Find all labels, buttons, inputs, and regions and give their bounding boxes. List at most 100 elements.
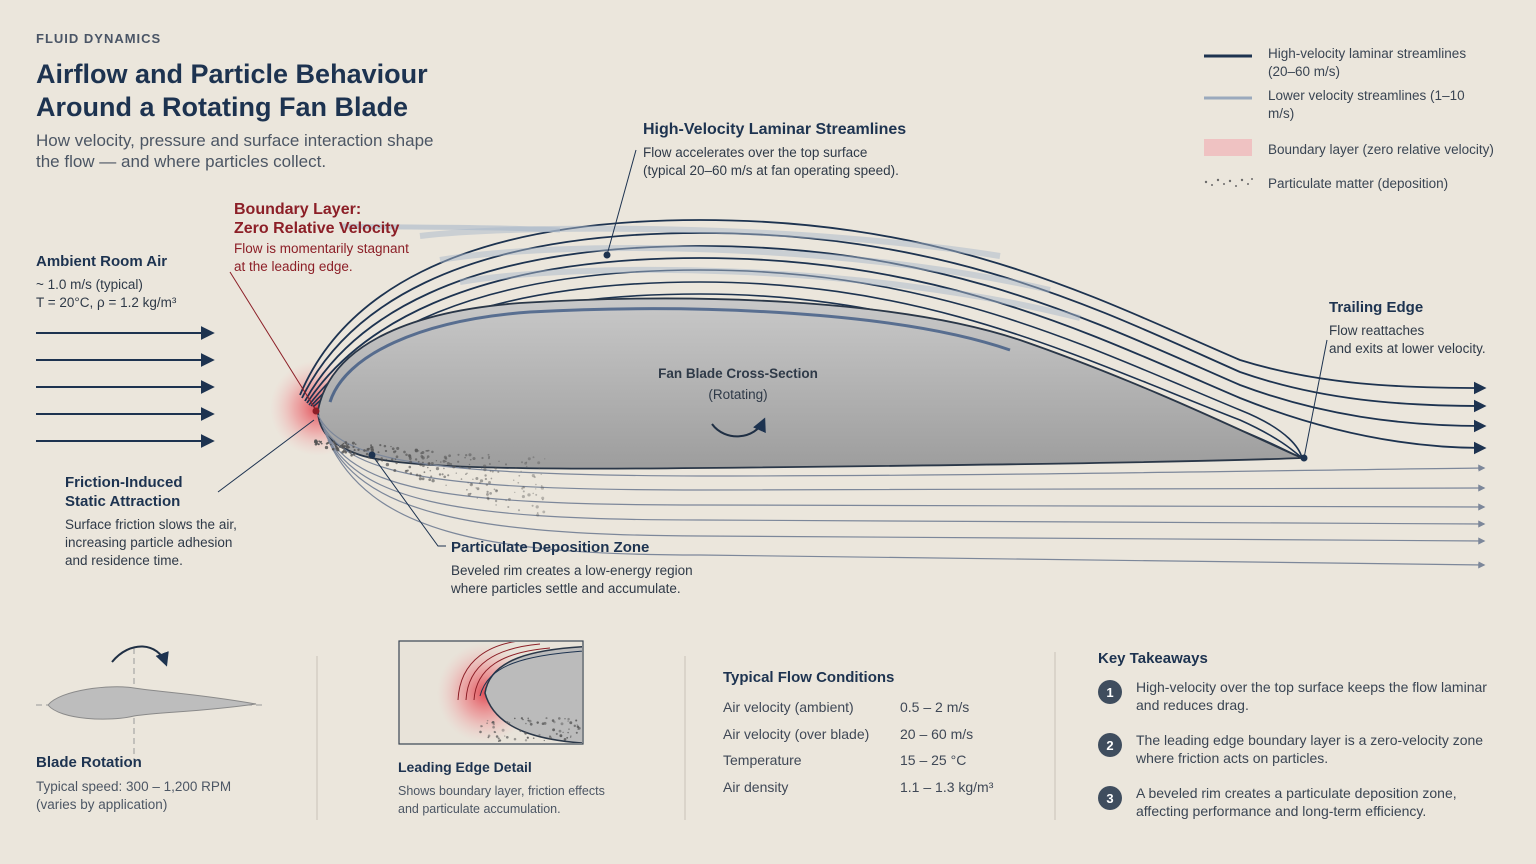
callout-deposition-line1: Beveled rim creates a low-energy region [451, 563, 693, 578]
particle [487, 457, 490, 460]
particle [488, 481, 491, 484]
particle [536, 721, 539, 724]
particle [342, 442, 345, 445]
particle [538, 733, 541, 737]
particle [537, 461, 541, 465]
particle [522, 486, 525, 489]
particle [406, 469, 409, 472]
particle [479, 479, 484, 483]
page-title: Airflow and Particle Behaviour Around a … [36, 59, 428, 122]
particle [417, 460, 420, 463]
particle [314, 442, 318, 446]
particle [553, 720, 556, 724]
particle [344, 441, 348, 445]
particle [568, 728, 570, 731]
particle [575, 731, 578, 734]
particle [577, 728, 579, 730]
particle [365, 452, 369, 456]
legend-boundary: Boundary layer (zero relative velocity) [1204, 141, 1494, 159]
callout-deposition-line2: where particles settle and accumulate. [451, 581, 681, 596]
particle [443, 475, 447, 479]
callout-friction-line3: and residence time. [65, 553, 183, 568]
particle [486, 492, 489, 496]
particle [354, 443, 357, 445]
particle [396, 446, 400, 450]
callout-trailing-line1: Flow reattaches [1329, 323, 1425, 338]
conditions-param: Air velocity (over blade) [723, 726, 870, 742]
conditions-param: Air density [723, 779, 789, 795]
particle [465, 454, 468, 457]
particle [517, 481, 520, 484]
particle [445, 484, 447, 486]
particle [426, 455, 430, 458]
particle [544, 458, 546, 460]
particle [524, 462, 527, 465]
particle [486, 722, 488, 725]
particle [505, 720, 509, 724]
particle [482, 464, 487, 468]
particle [495, 504, 497, 506]
particle [468, 453, 472, 457]
takeaway-number: 1 [1098, 680, 1122, 704]
particle [524, 732, 527, 735]
particle [538, 467, 540, 470]
particle [371, 446, 374, 449]
particle [494, 499, 498, 503]
particle [405, 453, 408, 456]
particle [505, 463, 507, 465]
ambient-flow-arrows [36, 326, 215, 448]
legend-high-velocity: High-velocity laminar streamlines (20–60… [1204, 45, 1478, 81]
panel-rotation-title: Blade Rotation [36, 754, 142, 771]
particle [540, 486, 545, 490]
particle [468, 466, 472, 470]
particle [443, 467, 445, 470]
particle [454, 465, 456, 468]
particle [536, 512, 539, 514]
particle [414, 458, 418, 461]
takeaways-title: Key Takeaways [1098, 650, 1208, 667]
callout-laminar-title: High-Velocity Laminar Streamlines [643, 121, 907, 138]
callout-friction-line1: Surface friction slows the air, [65, 517, 237, 532]
particle [507, 505, 510, 509]
particle [488, 463, 491, 465]
particle [428, 462, 431, 466]
particle [485, 483, 489, 486]
particle [504, 735, 506, 737]
particle [576, 724, 578, 726]
particle [481, 456, 484, 460]
particle [569, 721, 573, 725]
particle [459, 465, 461, 468]
particle [348, 446, 351, 449]
particle [540, 473, 542, 476]
particle [531, 474, 535, 478]
particle [414, 448, 418, 452]
particle [421, 456, 425, 460]
particle [476, 497, 478, 499]
particle [467, 482, 469, 484]
particle [445, 460, 447, 463]
particle [562, 731, 564, 734]
particle [486, 490, 489, 494]
particle [484, 474, 487, 477]
particle [501, 728, 505, 732]
particle [352, 453, 356, 456]
particle [390, 458, 394, 461]
particle [326, 441, 330, 445]
panel-rotation-line2: (varies by application) [36, 797, 168, 812]
takeaway-item: 3 A beveled rim creates a particulate de… [1098, 784, 1498, 820]
rotation-arrow-icon [711, 417, 766, 438]
particle [344, 450, 348, 454]
particle [455, 472, 457, 474]
takeaway-text: A beveled rim creates a particulate depo… [1136, 785, 1457, 819]
leading-edge-detail-inset [398, 640, 584, 745]
particle [324, 445, 329, 450]
legend-particles: Particulate matter (deposition) [1204, 175, 1448, 193]
callout-ambient-line1: ~ 1.0 m/s (typical) [36, 277, 143, 292]
particle [447, 474, 450, 477]
particle [532, 456, 535, 459]
particle [535, 483, 537, 486]
particle [419, 463, 423, 467]
particle [395, 461, 398, 465]
conditions-title: Typical Flow Conditions [723, 669, 895, 686]
